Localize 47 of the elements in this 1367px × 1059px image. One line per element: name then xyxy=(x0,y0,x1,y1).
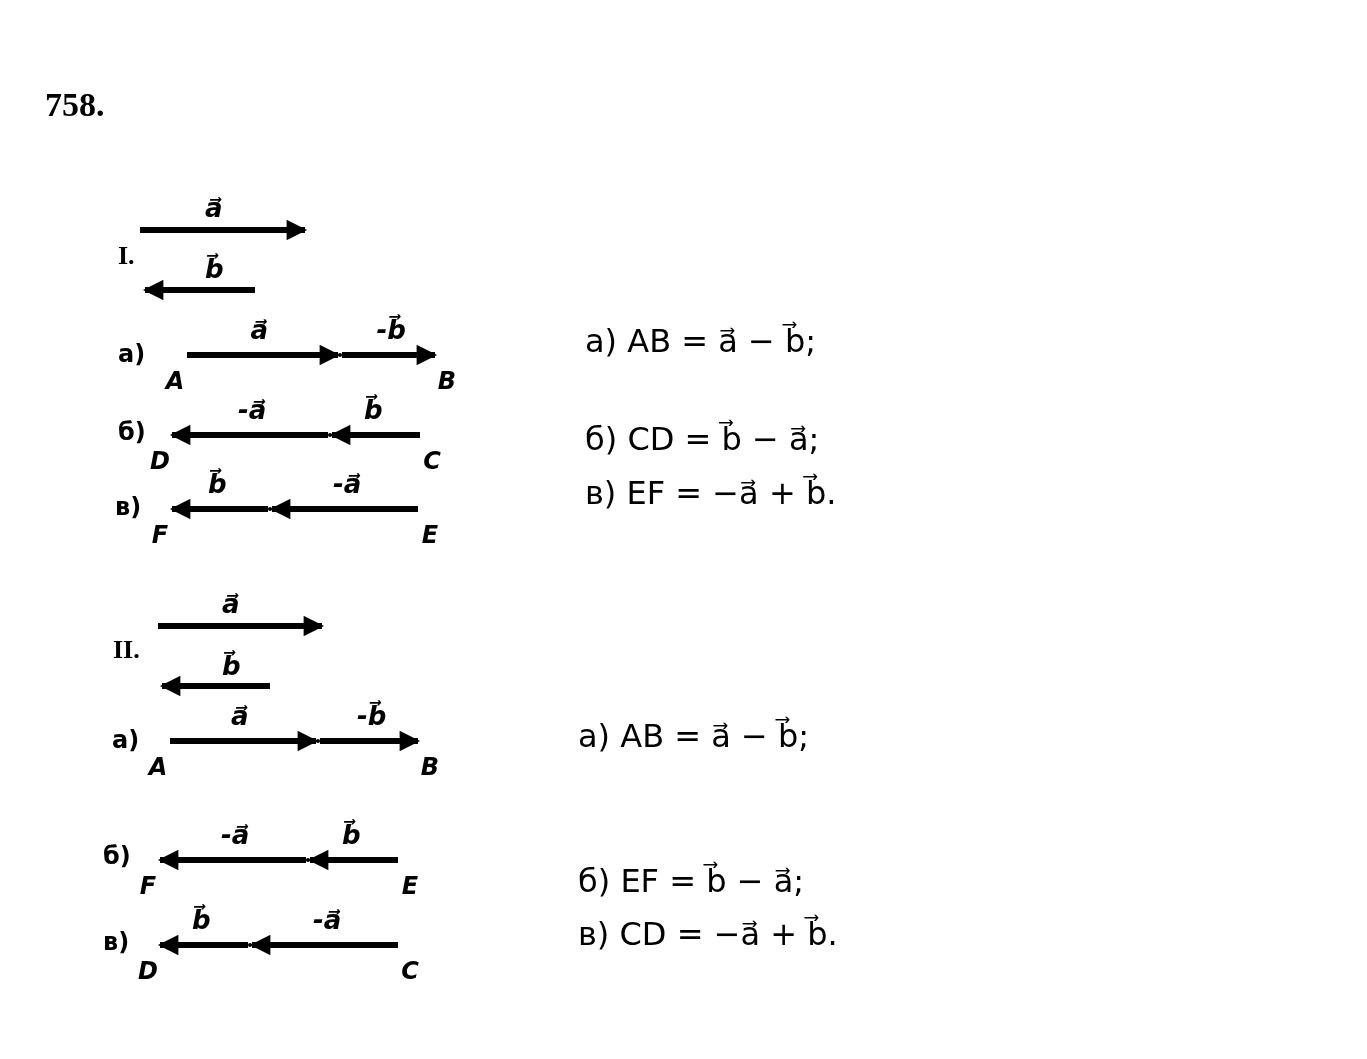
junction-point xyxy=(248,943,252,947)
edge-label: a⃗ xyxy=(250,317,269,343)
edge-label: -a⃗ xyxy=(238,397,267,423)
vector-arrow xyxy=(329,424,420,446)
vector-arrow xyxy=(157,849,306,871)
vector-arrow xyxy=(169,498,268,520)
vector-arrow xyxy=(320,730,421,752)
vector-arrow xyxy=(307,849,398,871)
edge-label: -a⃗ xyxy=(333,471,362,497)
point-label: D xyxy=(148,429,172,473)
junction-point xyxy=(316,739,320,743)
point-label: C xyxy=(398,939,422,983)
point-label: B xyxy=(418,735,442,779)
junction-point xyxy=(338,353,342,357)
item-label: в) xyxy=(115,495,142,519)
item-label: б) xyxy=(118,420,146,444)
point-label: E xyxy=(418,503,442,547)
edge-label: a⃗ xyxy=(231,703,249,729)
vector-label: a⃗ xyxy=(205,195,223,221)
point-label: F xyxy=(148,503,172,547)
junction-point xyxy=(306,858,310,862)
edge-label: -a⃗ xyxy=(221,822,250,848)
vector-arrow xyxy=(249,934,398,956)
part-number: I. xyxy=(118,243,135,269)
point-label: E xyxy=(398,854,422,898)
vector-arrow xyxy=(342,344,438,366)
item-label: в) xyxy=(103,930,130,954)
vector-arrow xyxy=(170,730,319,752)
junction-point xyxy=(328,433,332,437)
problem-number: 758. xyxy=(45,88,105,122)
junction-point xyxy=(268,507,272,511)
point-label: C xyxy=(420,429,444,473)
item-label: а) xyxy=(118,342,146,366)
point-label: B xyxy=(435,349,459,393)
item-label: б) xyxy=(103,844,131,868)
vector-arrow xyxy=(157,934,248,956)
vector-label: a⃗ xyxy=(222,591,240,617)
vector-arrow xyxy=(169,424,328,446)
point-label: F xyxy=(136,854,160,898)
vector-arrow xyxy=(269,498,418,520)
point-label: A xyxy=(146,735,170,779)
edge-label: -a⃗ xyxy=(313,907,342,933)
item-label: а) xyxy=(112,728,140,752)
point-label: D xyxy=(136,939,160,983)
part-number: II. xyxy=(113,637,140,663)
vector-arrow xyxy=(187,344,341,366)
point-label: A xyxy=(163,349,187,393)
